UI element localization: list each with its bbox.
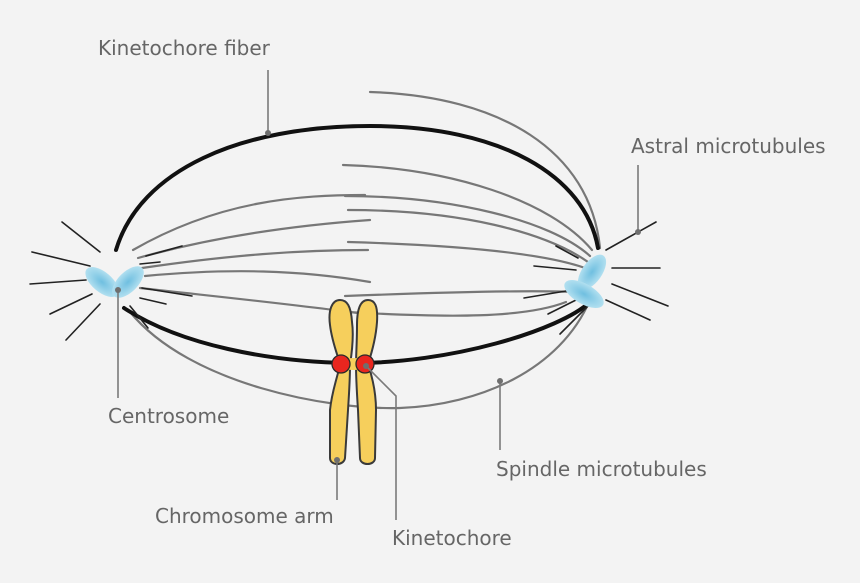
- astral-ray: [65, 303, 101, 341]
- microtubule-line: [136, 218, 372, 260]
- astral-ray: [145, 245, 183, 257]
- astral-ray: [605, 299, 651, 321]
- astral-ray: [31, 251, 91, 267]
- microtubule-line: [140, 248, 370, 270]
- kinetochore-label: Kinetochore: [392, 526, 512, 550]
- chromosome-icon: [328, 298, 379, 465]
- leader-dot: [265, 130, 271, 136]
- right-centrosome-icon: [564, 254, 607, 308]
- spindle-microtubules-label: Spindle microtubules: [496, 457, 707, 481]
- left-centrosome-icon: [85, 266, 144, 298]
- astral-ray: [533, 265, 577, 271]
- microtubule-line: [346, 208, 590, 264]
- leader-lines: [117, 70, 639, 520]
- astral-microtubules-label: Astral microtubules: [631, 134, 826, 158]
- astral-ray: [141, 287, 193, 297]
- leader-dot: [635, 229, 641, 235]
- astral-ray: [555, 245, 579, 259]
- astral-ray: [559, 303, 591, 335]
- astral-ray: [139, 261, 161, 265]
- astral-microtubules-left: [29, 221, 193, 341]
- astral-ray: [611, 283, 669, 307]
- astral-ray: [61, 221, 101, 253]
- astral-ray: [129, 305, 149, 329]
- leader-kinetochore: [365, 365, 397, 520]
- leader-dot: [363, 363, 369, 369]
- spindle-microtubules: [128, 90, 602, 410]
- microtubule-line: [345, 300, 568, 317]
- astral-ray: [29, 279, 87, 285]
- microtubule-line: [128, 298, 592, 410]
- chromosome-right-chromatid: [354, 298, 379, 465]
- chromosome-arm-label: Chromosome arm: [155, 504, 334, 528]
- astral-ray: [49, 293, 93, 315]
- astral-ray: [605, 221, 657, 251]
- microtubule-line: [341, 163, 594, 252]
- microtubule-line: [368, 90, 602, 250]
- microtubule-line: [343, 290, 574, 298]
- astral-ray: [523, 289, 573, 299]
- kinetochore-left: [331, 354, 351, 374]
- leader-dot: [115, 287, 121, 293]
- kinetochore-fiber-label: Kinetochore fiber: [98, 36, 270, 60]
- astral-ray: [139, 297, 167, 305]
- microtubule-line: [143, 270, 372, 284]
- centrosome-label: Centrosome: [108, 404, 230, 428]
- leader-dots: [115, 130, 641, 463]
- microtubule-line: [343, 194, 592, 258]
- kinetochore-fiber-upper: [114, 123, 600, 252]
- microtubule-line: [131, 193, 367, 252]
- leader-dot: [334, 457, 340, 463]
- microtubule-line: [346, 240, 587, 270]
- leader-dot: [497, 378, 503, 384]
- chromosome-left-chromatid: [328, 298, 354, 465]
